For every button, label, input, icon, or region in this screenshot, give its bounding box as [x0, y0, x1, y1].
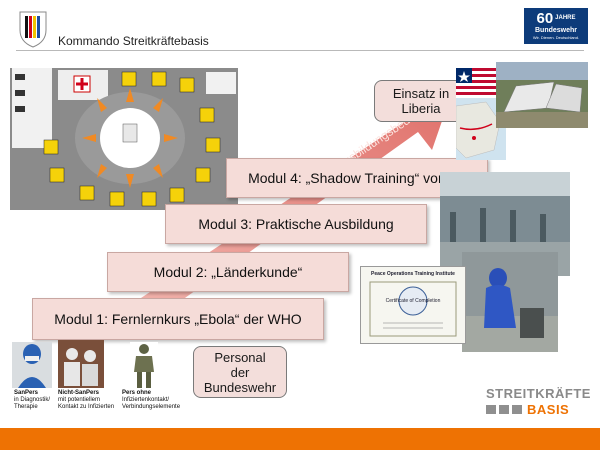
personnel-line3: Bundeswehr	[203, 379, 277, 395]
organisation-overview-image	[10, 68, 238, 210]
module-3-box: Modul 3: Praktische Ausbildung	[165, 204, 427, 244]
logo-square-icon	[499, 405, 509, 414]
personnel-line1: Personal	[214, 349, 266, 365]
medical-staff-photo	[12, 342, 52, 388]
module-2-box: Modul 2: „Länderkunde“	[107, 252, 349, 292]
badge-org: Bundeswehr	[534, 27, 577, 34]
personnel-nicht-sanpers-line2: Kontakt zu Infizierten	[58, 404, 115, 410]
header-divider	[16, 50, 584, 51]
certificate-title: Peace Operations Training Institute	[371, 271, 455, 277]
badge-number: 60	[536, 10, 554, 27]
personnel-label-nicht-sanpers: Nicht-SanPers mit potentiellem Kontakt z…	[58, 390, 114, 411]
soldier-photo	[130, 342, 158, 388]
destination-line1: Einsatz in	[392, 86, 450, 101]
non-medical-staff-photo	[58, 340, 104, 388]
personnel-line2: der	[230, 364, 250, 380]
badge-tagline: Wir. Dienen. Deutschland.	[532, 35, 580, 40]
personnel-label-pers-ohne: Pers ohne Infiziertenkontakt/ Verbindung…	[122, 390, 180, 411]
header-title: Kommando Streitkräftebasis	[58, 34, 209, 48]
personnel-pers-ohne-line1: Infiziertenkontakt/	[122, 397, 170, 403]
bundeswehr-crest-icon	[19, 11, 47, 48]
footer-bar	[0, 428, 600, 450]
protective-suit-training-photo	[462, 252, 558, 352]
liberia-flag-icon	[456, 68, 510, 98]
personnel-sanpers-line1: in Diagnostik/	[14, 397, 51, 403]
logo-square-icon	[512, 405, 522, 414]
personnel-pers-ohne-line2: Verbindungselemente	[122, 404, 181, 410]
personnel-nicht-sanpers-line1: mit potentiellem	[58, 397, 101, 403]
certificate-image: Peace Operations Training Institute Cert…	[360, 266, 466, 344]
personnel-pers-ohne-title: Pers ohne	[122, 390, 152, 396]
personnel-label-sanpers: SanPers in Diagnostik/ Therapie	[14, 390, 50, 411]
streitkraeftebasis-logo: STREITKRÄFTE BASIS	[486, 386, 591, 417]
module-1-box: Modul 1: Fernlernkurs „Ebola“ der WHO	[32, 298, 324, 340]
treatment-camp-photo	[496, 62, 588, 128]
logo-square-icon	[486, 405, 496, 414]
badge-suffix: JAHRE	[555, 15, 576, 21]
destination-line2: Liberia	[401, 101, 441, 116]
certificate-subtitle: Certificate of Completion	[385, 298, 441, 304]
logo-bottom-text: BASIS	[527, 402, 570, 417]
personnel-nicht-sanpers-title: Nicht-SanPers	[58, 390, 100, 396]
logo-top-text: STREITKRÄFTE	[486, 386, 591, 401]
personnel-sanpers-line2: Therapie	[14, 404, 38, 410]
certificate-seal-icon	[369, 281, 457, 337]
personnel-sanpers-title: SanPers	[14, 390, 39, 396]
